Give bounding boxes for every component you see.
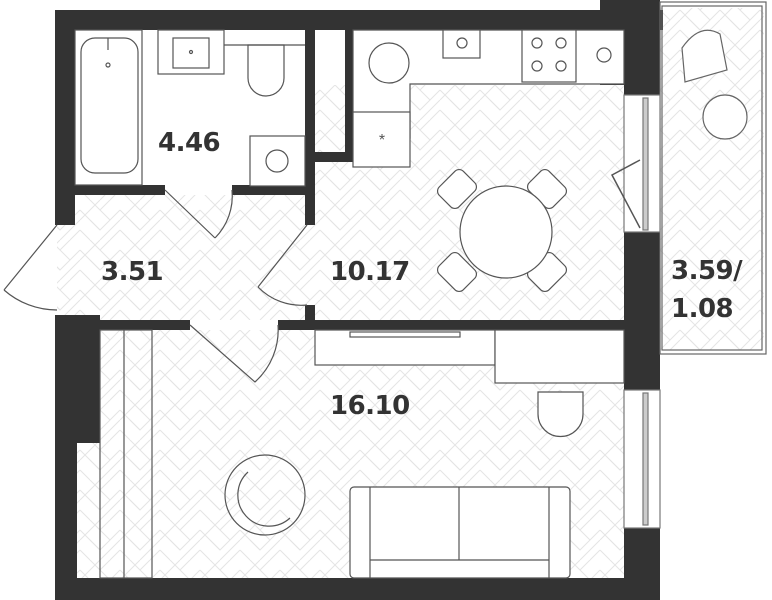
balcony-chair-icon [681,29,728,83]
hallway-floor [57,195,312,320]
balcony-area-total: 3.59/ [671,256,743,286]
kitchen-window [623,94,661,233]
balcony-area-label: 3.59/ 1.08 [671,252,743,328]
living-fixtures [99,329,625,579]
svg-text:*: * [379,132,385,149]
washing-machine-icon [249,135,306,187]
kitchen-door [257,224,308,306]
bathroom-area-label: 4.46 [158,128,221,158]
walls [55,0,663,600]
balcony-area-reduced: 1.08 [671,294,734,324]
entrance-door [3,224,58,311]
desk-chair-icon [537,391,584,438]
armchair-icon [224,454,306,536]
tv-icon [349,331,461,338]
living-door [189,324,279,383]
dining-table-icon [459,185,553,279]
hob-icon [442,29,481,59]
fridge-icon [352,111,411,168]
cooktop-icon [521,29,577,83]
doors [3,159,641,383]
kitchen-sink-icon [368,42,410,84]
balcony-door [610,159,641,229]
bathroom-door [164,189,233,239]
toilet-icon [247,44,285,97]
balcony-table-icon [702,94,748,140]
wardrobe-icon [99,329,153,579]
bathroom-fixtures [74,29,306,187]
bathtub-icon [80,37,139,174]
kettle-icon [596,47,612,63]
bathtub-outline [74,29,143,186]
living-window [623,389,661,529]
balcony-fixtures [659,1,767,355]
desk-icon [494,329,625,384]
kitchen-fixtures: * [352,29,625,293]
sofa-icon [349,486,571,579]
hallway-area-label: 3.51 [101,257,164,287]
living-area-label: 16.10 [330,391,410,421]
kitchen-area-label: 10.17 [330,257,410,287]
